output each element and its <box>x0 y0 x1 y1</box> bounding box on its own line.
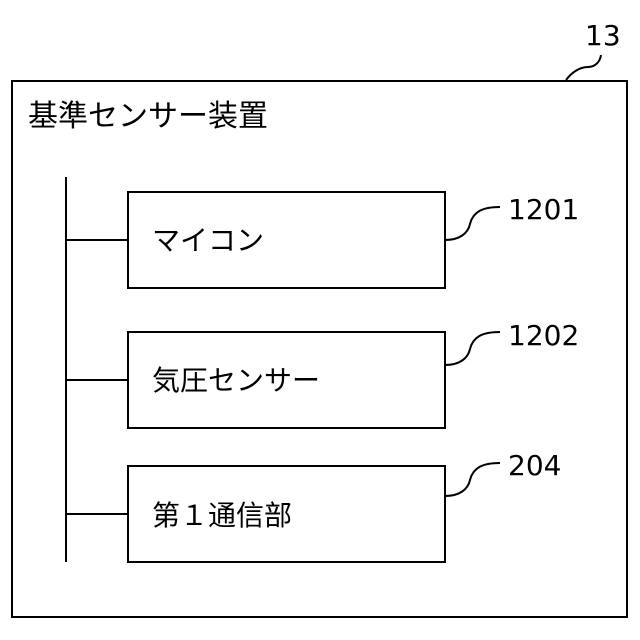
component-label-comm-unit: 第１通信部 <box>152 502 292 530</box>
component-label-microcontroller: マイコン <box>152 227 264 255</box>
component-label-pressure-sensor: 気圧センサー <box>152 367 320 395</box>
component-ref-pressure-sensor: 1202 <box>508 322 579 350</box>
device-title: 基準センサー装置 <box>28 102 268 132</box>
ref-leader-3 <box>445 463 500 496</box>
component-ref-comm-unit: 204 <box>508 452 561 480</box>
component-ref-microcontroller: 1201 <box>508 196 579 224</box>
device-reference-numeral: 13 <box>585 22 621 50</box>
ref-leader-2 <box>445 332 500 365</box>
outer-ref-leader <box>566 55 601 80</box>
ref-leader-1 <box>445 207 500 240</box>
